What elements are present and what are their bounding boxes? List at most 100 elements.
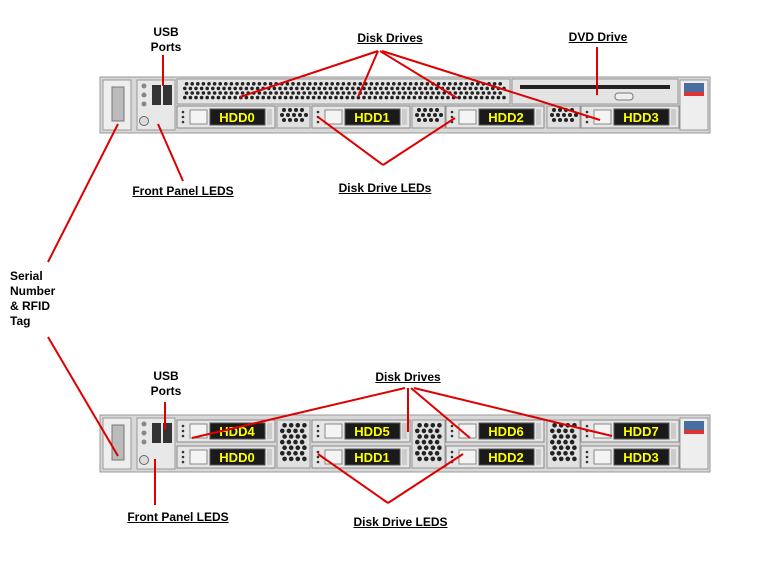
drive-label-panel (344, 422, 401, 440)
vent-hole (470, 82, 475, 86)
vent-hole (294, 108, 298, 112)
vent-hole (574, 113, 578, 117)
vent-hole (403, 91, 407, 95)
vent-hole (397, 82, 402, 86)
vent-hole (295, 95, 299, 100)
vent-hole (470, 91, 475, 95)
drive-led-icon (450, 110, 454, 114)
vent-hole (282, 108, 286, 112)
vent-hole (380, 91, 385, 95)
top-disk-drives-label: Disk Drives (357, 31, 423, 45)
vent-hole (330, 91, 335, 95)
vent-hole (412, 95, 417, 100)
vent-hole (373, 95, 378, 100)
callout-line (413, 387, 613, 437)
vent-hole (397, 91, 402, 95)
vent-hole (278, 86, 282, 91)
drive-handle (536, 423, 541, 439)
vent-hole (448, 82, 452, 86)
top-disk-drive-leds-label: Disk Drive LEDs (338, 181, 432, 195)
callout-line (47, 123, 119, 263)
vent-hole (296, 82, 301, 86)
vent-hole (439, 113, 443, 117)
vent-hole (293, 451, 298, 456)
vent-hole (190, 91, 194, 95)
vent-hole (435, 118, 439, 122)
vent-hole (285, 82, 290, 86)
vent-hole (296, 91, 301, 95)
drive-led-icon (316, 455, 320, 459)
vent-hole (569, 451, 575, 456)
vent-hole (423, 445, 429, 451)
vent-hole (572, 434, 577, 439)
vent-hole (572, 445, 577, 451)
vent-hole (563, 428, 568, 434)
bottom-front-panel-leds-label: Front Panel LEDS (127, 510, 229, 524)
vent-hole (423, 456, 429, 462)
vent-hole (417, 423, 422, 428)
bottom-status-led-icon (141, 421, 147, 427)
vent-hole (244, 95, 249, 100)
drive-led-icon (450, 450, 454, 454)
vent-hole (298, 113, 302, 117)
callout-line (317, 116, 384, 166)
vent-hole (453, 82, 458, 86)
vent-hole (188, 95, 193, 100)
drive-handle (267, 449, 272, 465)
callout-line (381, 50, 601, 121)
vent-hole (190, 82, 194, 86)
drive-led-icon (181, 424, 185, 428)
vent-hole (330, 82, 335, 86)
vent-hole (428, 451, 433, 456)
vent-hole (201, 91, 206, 95)
drive-led-icon (450, 434, 454, 438)
drive-label-panel (613, 108, 670, 126)
top-dvd-drive-label: DVD Drive (568, 30, 628, 44)
drive-led-icon (316, 429, 320, 433)
vent-hole (558, 445, 564, 451)
vent-hole (288, 445, 294, 451)
vent-hole (313, 82, 318, 86)
vent-hole (286, 439, 292, 445)
bottom-disk-drives-label: Disk Drives (375, 370, 441, 384)
drive-bay-hdd0: HDD0 (176, 105, 276, 129)
vent-hole (408, 91, 413, 95)
top-vent-holes (183, 82, 506, 100)
vent-hole (288, 108, 292, 112)
drive-handle (671, 423, 676, 439)
drive-led-icon (316, 460, 320, 464)
vent-hole (274, 91, 279, 95)
drive-latch (593, 449, 612, 465)
vent-hole (345, 86, 350, 91)
vent-hole (267, 95, 271, 100)
vent-hole (492, 82, 497, 86)
vent-hole (306, 86, 310, 91)
vent-hole (216, 95, 221, 100)
drive-label: HDD1 (354, 450, 389, 465)
vent-hole (328, 95, 333, 100)
vent-hole (417, 118, 421, 122)
vent-hole (373, 86, 378, 91)
vent-hole (429, 95, 434, 100)
vent-hole (430, 456, 436, 462)
vent-hole (496, 95, 501, 100)
vent-hole (550, 451, 555, 456)
vent-hole (498, 82, 503, 86)
vent-hole (292, 113, 296, 117)
vent-hole (336, 91, 340, 95)
vent-hole (211, 95, 215, 100)
vent-hole (375, 91, 379, 95)
vent-hole (199, 86, 204, 91)
drive-bay-hdd7: HDD7 (580, 419, 680, 443)
top-usb-port-1 (152, 85, 161, 105)
top-status-led-icon (141, 83, 147, 89)
vent-hole (347, 91, 351, 95)
filler-vent-holes (550, 108, 578, 122)
callout-line (157, 123, 184, 182)
vent-hole (302, 434, 307, 439)
drive-label-panel (209, 108, 266, 126)
bottom-status-led-icon (141, 439, 147, 445)
bottom-sun-logo-icon (684, 421, 704, 430)
drive-label-panel (344, 108, 401, 126)
